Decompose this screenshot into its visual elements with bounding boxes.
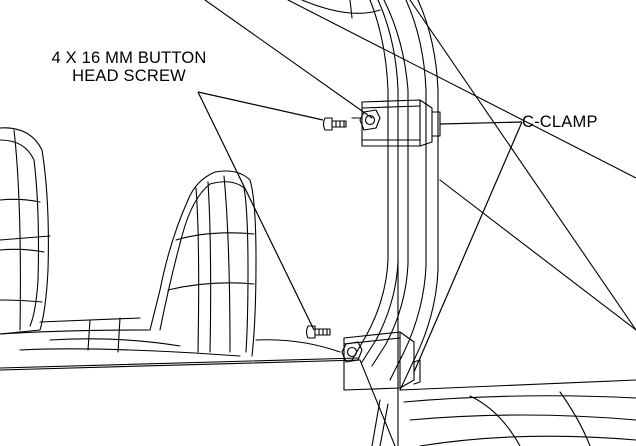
screw-callout-line1: 4 X 16 MM BUTTON [51, 49, 207, 67]
seat-cushion-ridges [0, 317, 341, 357]
screw-leader-upper [197, 91, 324, 121]
clamp-leader-lower [413, 121, 523, 373]
front-panel [0, 357, 396, 446]
upper-c-clamp [351, 99, 441, 147]
lower-button-head-screw [305, 325, 331, 339]
clamp-leader-upper [439, 121, 523, 125]
screw-callout-line2: HEAD SCREW [72, 67, 186, 85]
screw-callout-label: 4 X 16 MM BUTTON HEAD SCREW [16, 49, 242, 85]
lower-c-clamp [341, 331, 421, 391]
frame-background-lines [0, 0, 636, 331]
leader-lines [197, 91, 523, 373]
clamp-callout-label: C-CLAMP [522, 113, 598, 131]
screw-leader-lower [197, 91, 315, 331]
left-seat-back [0, 127, 49, 335]
center-seat-back [149, 170, 257, 357]
upper-button-head-screw [322, 117, 347, 131]
floor-rail [371, 379, 636, 446]
roll-bar-tube [351, 0, 439, 446]
